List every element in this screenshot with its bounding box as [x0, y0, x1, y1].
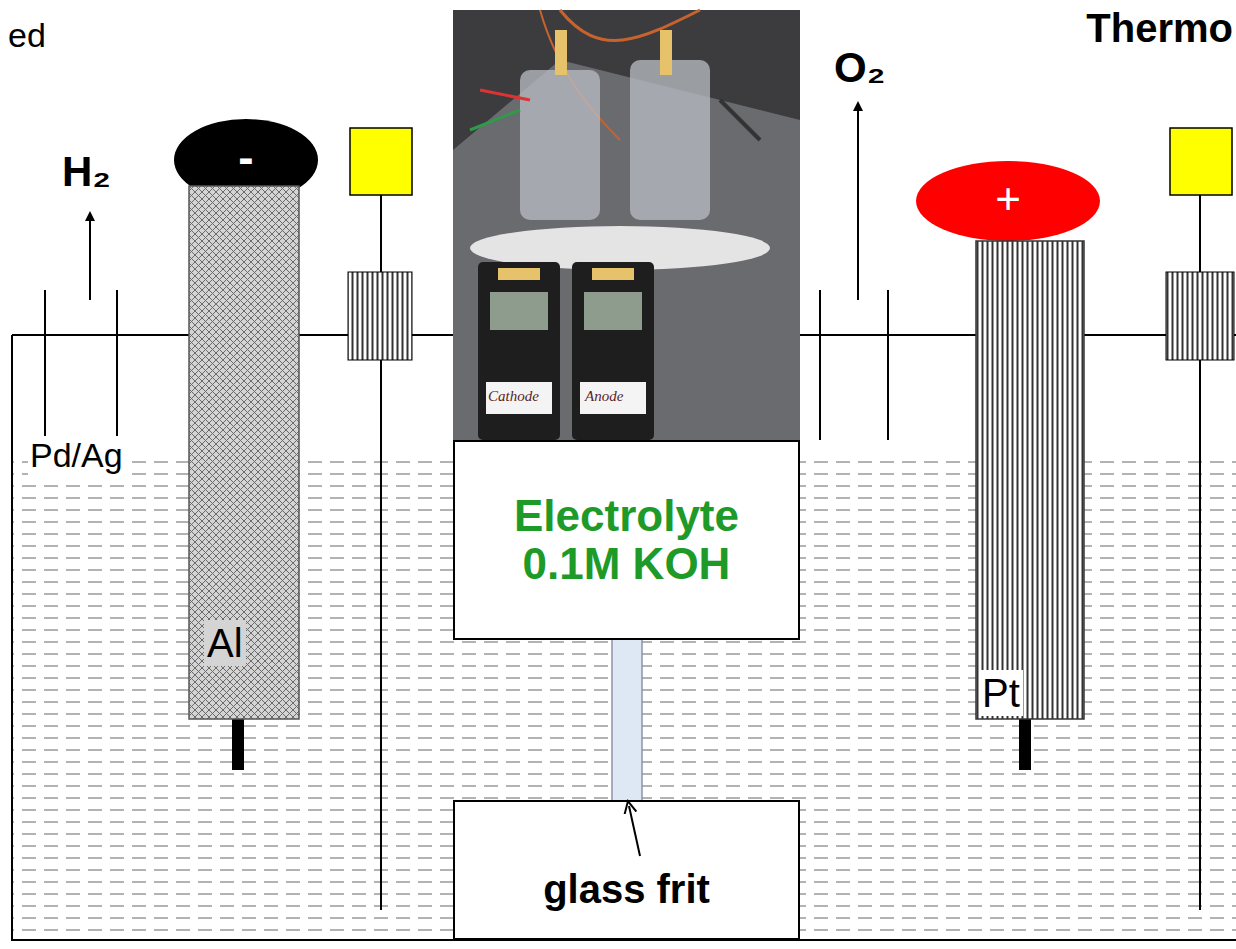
frit-label-box-text: glass frit — [543, 866, 710, 912]
thermocouple-seal — [1166, 272, 1234, 360]
thermocouple-head — [350, 128, 412, 195]
terminal-positive-texts: + — [995, 174, 1021, 225]
setup-photo — [453, 10, 800, 442]
platinum-electrode: Pt — [975, 240, 1085, 720]
terminal-negative-texts: - — [238, 131, 253, 184]
electrolyte-box: Electrolyte 0.1M KOH — [453, 440, 800, 640]
platinum-electrode-shape — [975, 240, 1085, 720]
meter-tag: Anode — [585, 388, 623, 405]
gas-tube — [819, 290, 821, 440]
thermocouple-heading: Thermo — [1086, 6, 1233, 51]
terminal-positive-text: + — [995, 174, 1021, 225]
frit-label-box-texts: glass frit — [543, 866, 710, 912]
terminal-negative-text: - — [238, 131, 253, 184]
gas-arrow — [857, 106, 859, 300]
platinum-electrode-text: Pt — [979, 670, 1023, 716]
thermocouple-seal — [348, 272, 412, 360]
gas-tube — [887, 290, 889, 440]
leader-arrow — [629, 806, 640, 856]
aluminum-electrode-text: Al — [204, 620, 246, 666]
gas-label: H₂ — [62, 148, 111, 196]
aluminum-electrode-texts: Al — [204, 620, 246, 666]
glass-frit — [612, 638, 642, 802]
thermocouple-head — [1170, 128, 1232, 195]
gas-arrow — [89, 216, 91, 300]
cut-off-text: ed — [8, 16, 46, 55]
gas-tube — [44, 290, 46, 440]
membrane-label: Pd/Ag — [28, 436, 125, 475]
electrolyte-box-texts: Electrolyte 0.1M KOH — [487, 492, 767, 589]
platinum-electrode-texts: Pt — [979, 670, 1023, 716]
electrode-stem — [1019, 718, 1031, 770]
gas-label: O₂ — [834, 44, 885, 92]
frit-label-box: glass frit — [453, 800, 800, 940]
gas-tube — [116, 290, 118, 440]
meter-tag: Cathode — [488, 388, 539, 405]
aluminum-electrode: Al — [188, 185, 300, 720]
electrolyte-box-text: Electrolyte 0.1M KOH — [487, 492, 767, 589]
electrode-stem — [232, 718, 244, 770]
terminal-positive: + — [915, 160, 1101, 242]
